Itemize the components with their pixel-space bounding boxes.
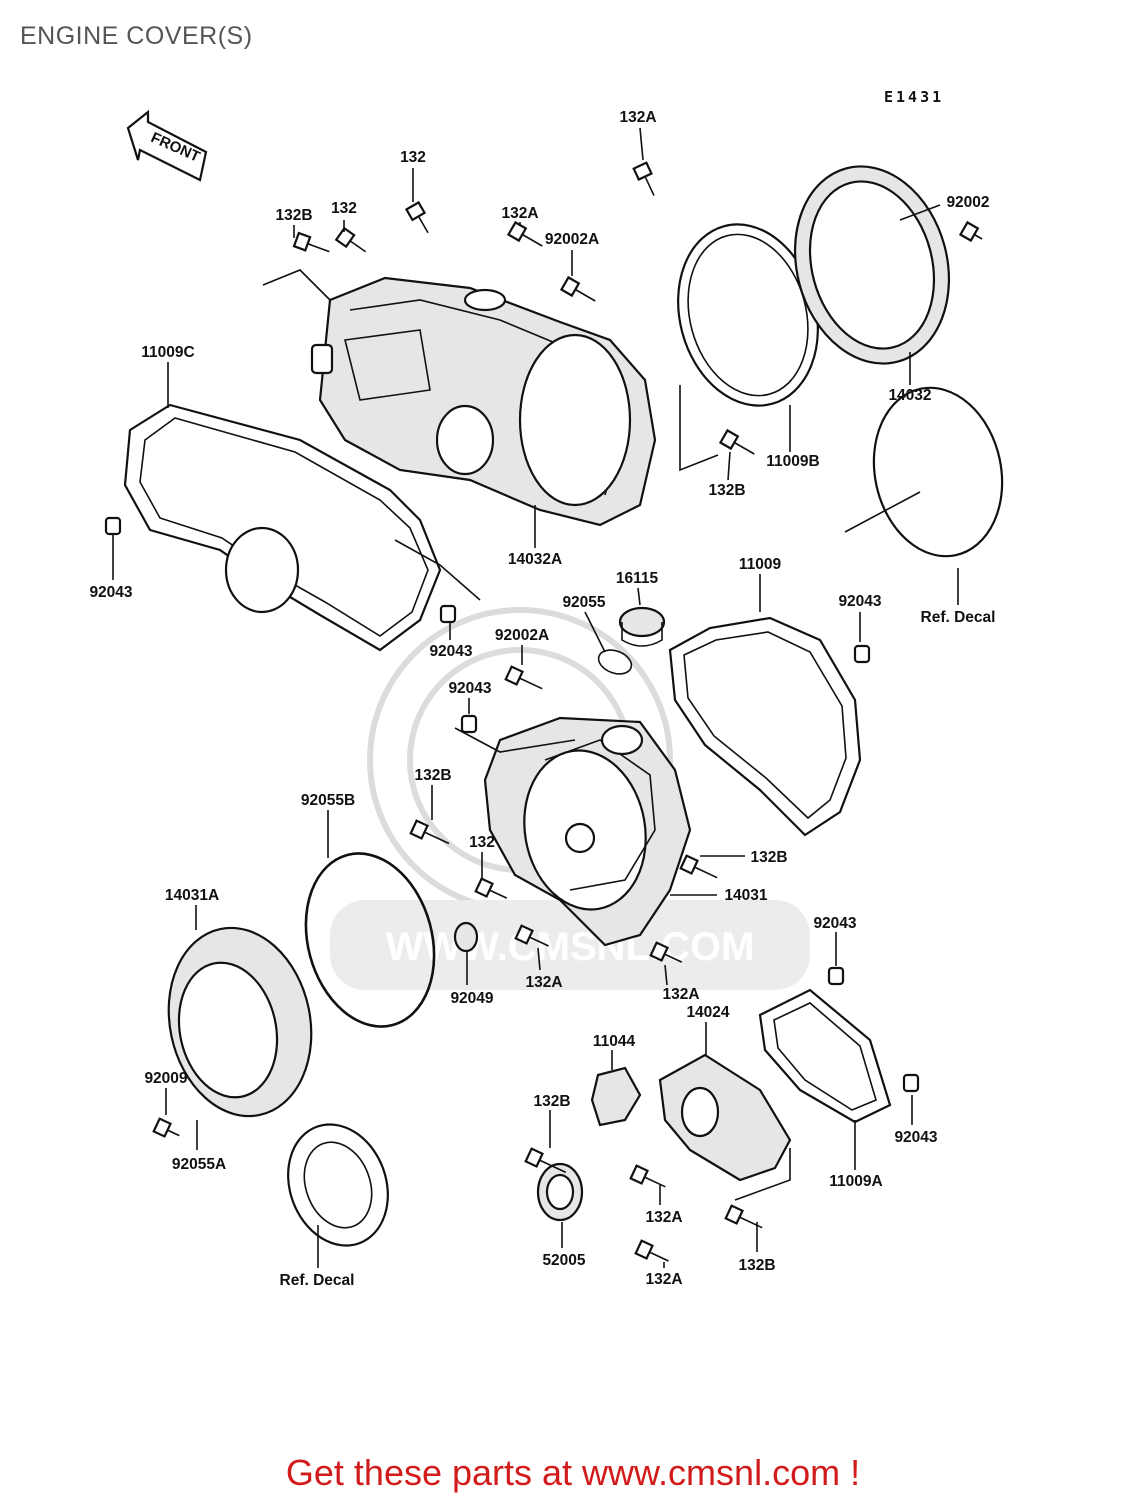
bolts bbox=[152, 161, 983, 1262]
label-l26: 14031 bbox=[724, 887, 767, 904]
label-l21: 92043 bbox=[448, 680, 491, 697]
label-l28: 92043 bbox=[813, 915, 856, 932]
label-l11: 132B bbox=[708, 482, 745, 499]
label-l38: 11009A bbox=[829, 1173, 882, 1190]
bracket-11044 bbox=[590, 1066, 642, 1127]
label-l18: Ref. Decal bbox=[921, 609, 996, 626]
label-l05: 132A bbox=[501, 205, 538, 222]
label-l20: 92002A bbox=[495, 627, 549, 644]
label-l07: 92002 bbox=[946, 194, 989, 211]
decal-top bbox=[872, 386, 1004, 558]
label-l30: 132A bbox=[525, 974, 562, 991]
label-l35: 132B bbox=[533, 1093, 570, 1110]
label-l27: 14031A bbox=[165, 887, 219, 904]
label-l13: 14032A bbox=[508, 551, 562, 568]
decal-bottom bbox=[287, 1123, 389, 1247]
oring-92055b bbox=[304, 852, 436, 1028]
label-l16: 92043 bbox=[838, 593, 881, 610]
label-l29: 92049 bbox=[450, 990, 493, 1007]
label-l24: 132B bbox=[750, 849, 787, 866]
label-l43: Ref. Decal bbox=[280, 1272, 355, 1289]
cover-14031 bbox=[483, 716, 692, 947]
oring-92055 bbox=[597, 649, 633, 675]
label-l06: 92002A bbox=[545, 231, 599, 248]
label-l41: 132A bbox=[645, 1271, 682, 1288]
diagram-code: E1431 bbox=[884, 88, 944, 106]
label-l02: 132 bbox=[400, 149, 426, 166]
label-l25: 132 bbox=[469, 834, 495, 851]
seal-92049 bbox=[453, 921, 479, 953]
label-l04: 132 bbox=[331, 200, 357, 217]
label-l22: 132B bbox=[414, 767, 451, 784]
label-l15: 11009 bbox=[739, 556, 782, 573]
label-l36: 92043 bbox=[894, 1129, 937, 1146]
label-l39: 132A bbox=[645, 1209, 682, 1226]
label-l37: 92055A bbox=[172, 1156, 226, 1173]
gasket-11009 bbox=[668, 616, 862, 837]
cover-14031a bbox=[167, 926, 313, 1118]
label-l03: 132B bbox=[275, 207, 312, 224]
label-l31: 132A bbox=[662, 986, 699, 1003]
label-l09: 11009C bbox=[141, 344, 194, 361]
seal-52005 bbox=[536, 1162, 584, 1222]
label-l01: 132A bbox=[619, 109, 656, 126]
label-l12: 92043 bbox=[89, 584, 132, 601]
label-l23: 92055B bbox=[301, 792, 355, 809]
gasket-11009c bbox=[123, 403, 442, 652]
watermark-text: WWW.CMSNL.COM bbox=[386, 925, 755, 969]
cover-14024 bbox=[658, 1053, 792, 1182]
leader-lines bbox=[112, 127, 959, 1268]
label-l33: 11044 bbox=[593, 1033, 636, 1050]
label-l08: 14032 bbox=[888, 387, 931, 404]
label-l10: 11009B bbox=[766, 453, 819, 470]
footer-link[interactable]: Get these parts at www.cmsnl.com ! bbox=[285, 1452, 861, 1493]
label-l19: 92043 bbox=[429, 643, 472, 660]
label-l40: 52005 bbox=[542, 1252, 585, 1269]
label-l42: 132B bbox=[738, 1257, 775, 1274]
front-arrow: FRONT bbox=[126, 109, 208, 182]
oil-cap-16115 bbox=[618, 606, 666, 647]
part-labels: 132A 132 132B 132 132A 92002A 92002 1403… bbox=[89, 109, 995, 1289]
page-title: ENGINE COVER(S) bbox=[20, 22, 253, 50]
label-l14: 16115 bbox=[616, 570, 659, 587]
label-l17: 92055 bbox=[562, 594, 605, 611]
gasket-11009a bbox=[758, 988, 892, 1124]
label-l34: 92009 bbox=[144, 1070, 187, 1087]
clutch-cover-14032a bbox=[310, 276, 657, 527]
label-l32: 14024 bbox=[686, 1004, 729, 1021]
